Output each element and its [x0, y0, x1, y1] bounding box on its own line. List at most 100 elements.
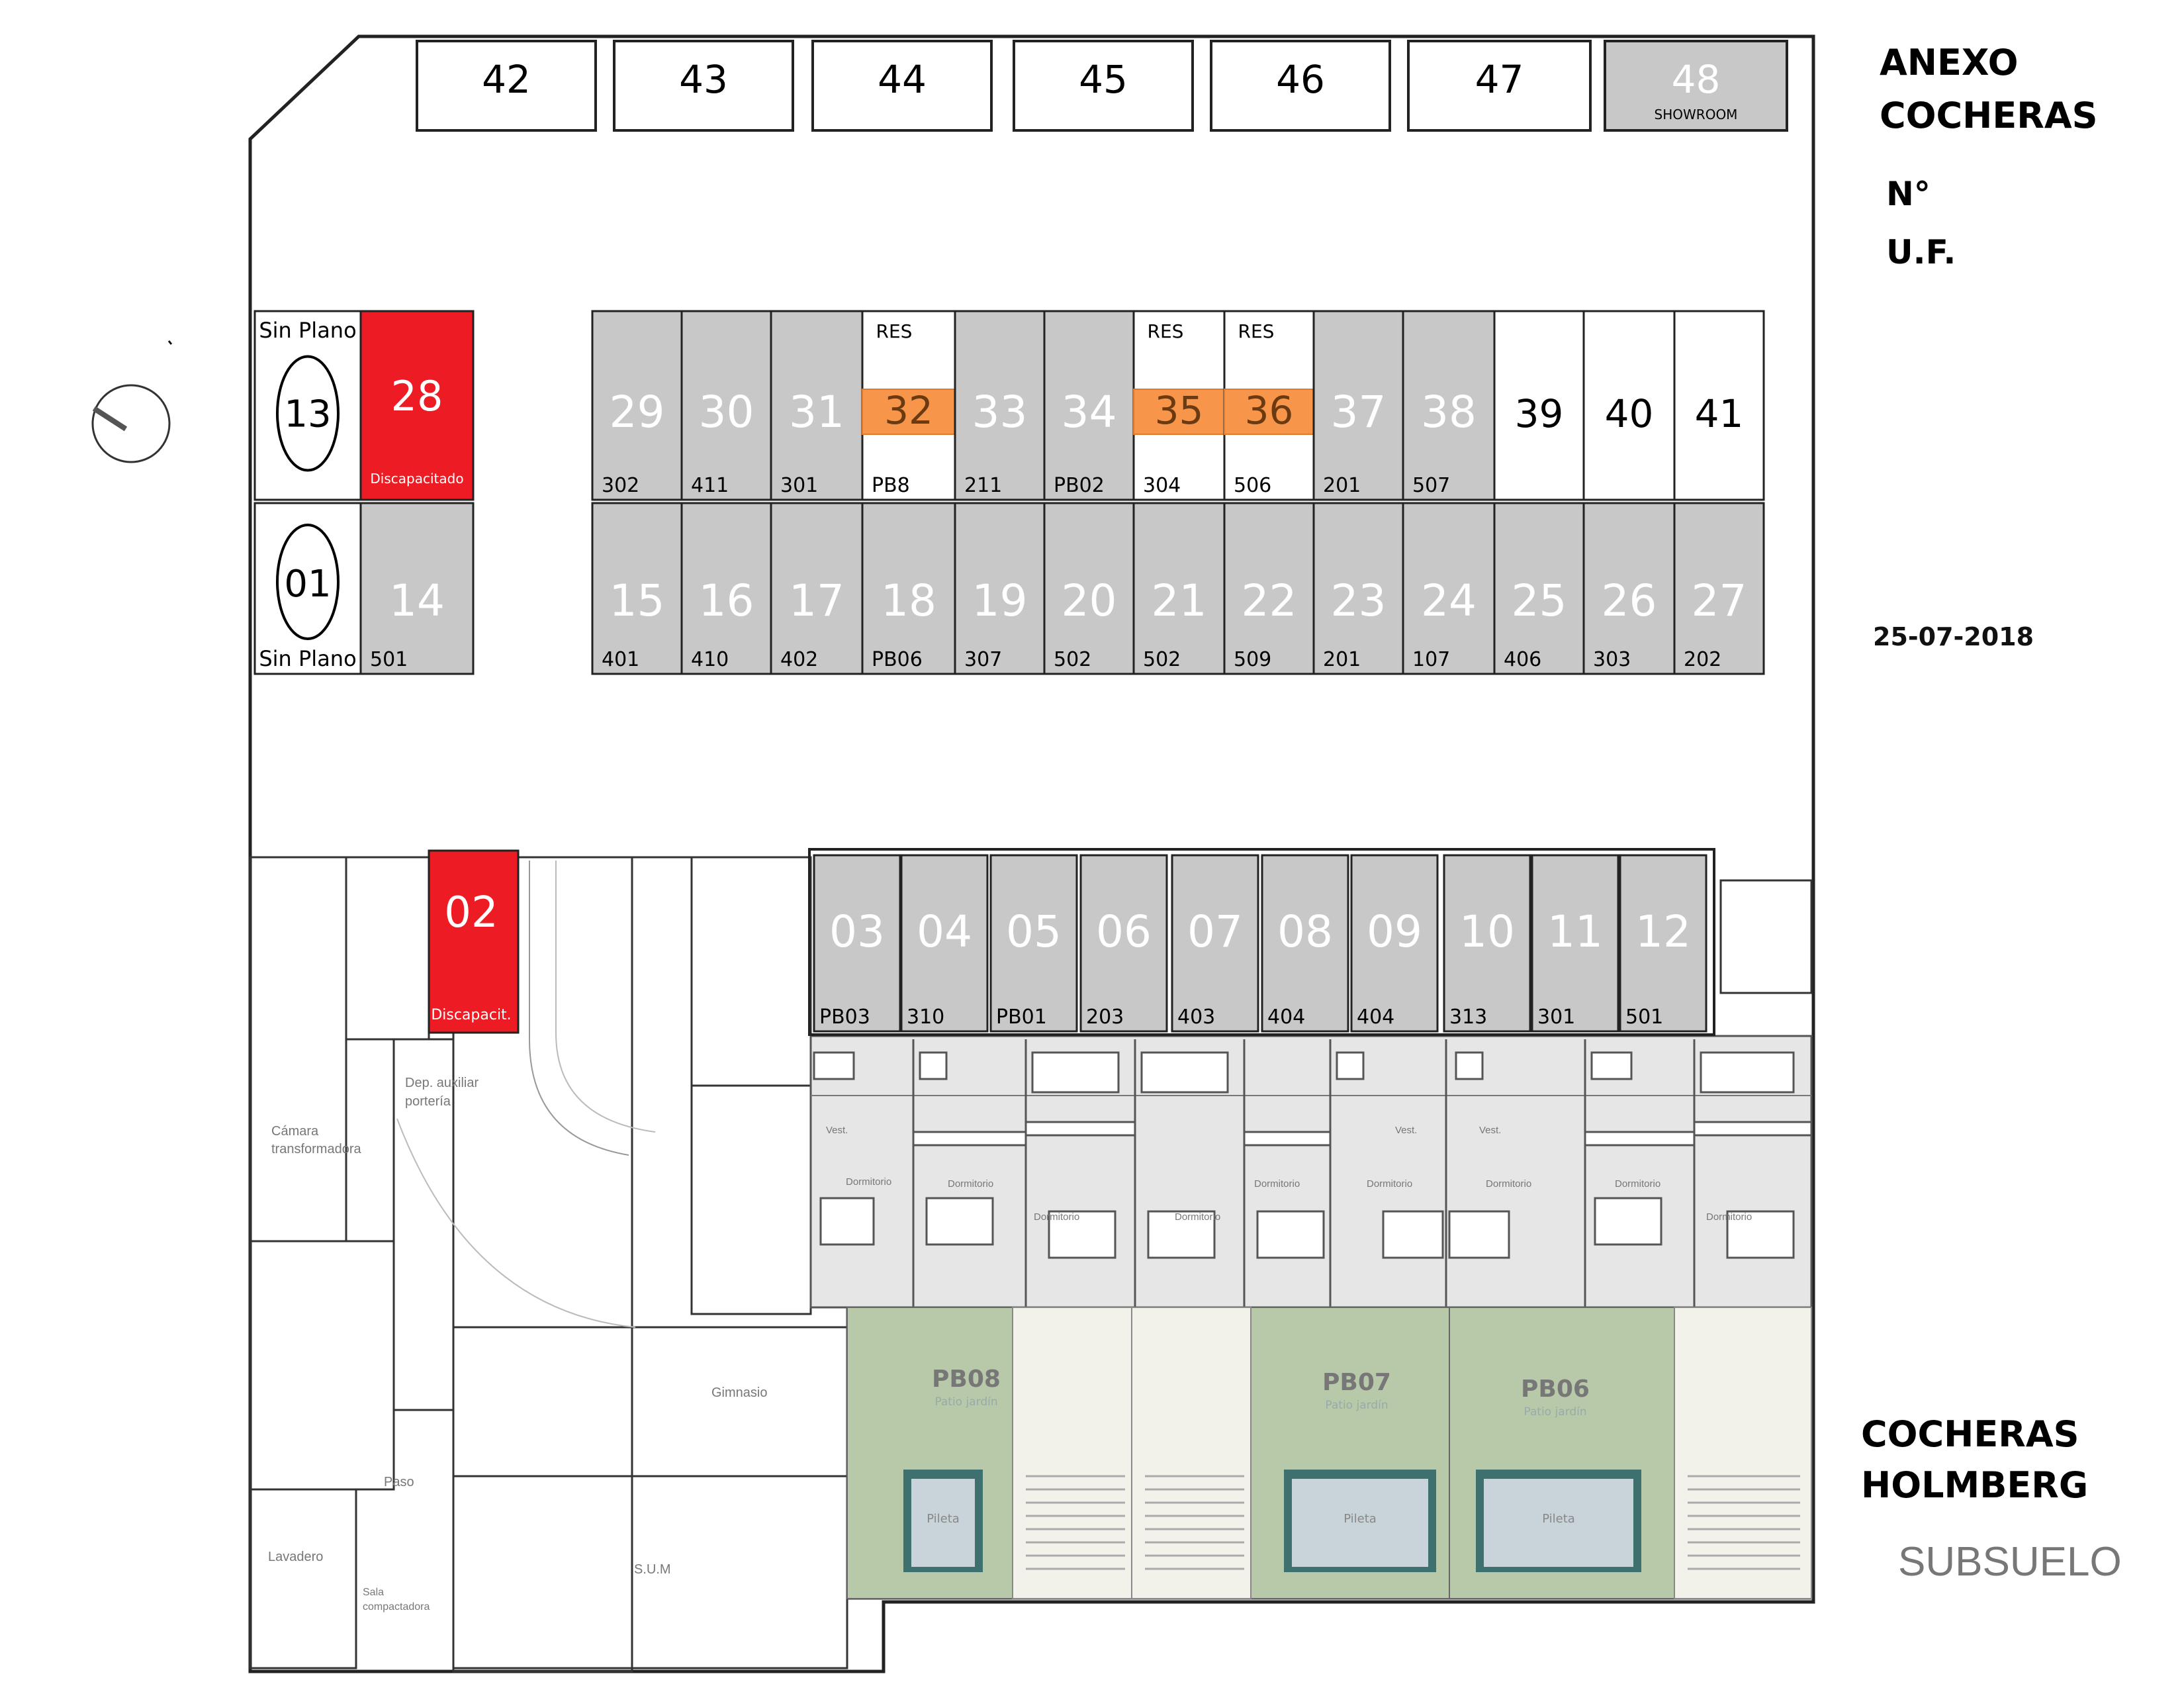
- spot-number: 31: [789, 387, 844, 438]
- unit-label: PB02: [1054, 474, 1105, 497]
- parking-spot-39[interactable]: 39: [1493, 310, 1585, 501]
- parking-spot-07[interactable]: 07 403: [1171, 854, 1259, 1033]
- parking-spot-19[interactable]: 19 307: [954, 502, 1046, 675]
- reserved-label: RES: [1148, 320, 1184, 342]
- room-dorm-6: Dormitorio: [1367, 1178, 1412, 1190]
- main-title-1: COCHERAS: [1861, 1413, 2079, 1455]
- room-lavadero: Lavadero: [268, 1550, 323, 1564]
- spot-number: 03: [829, 906, 885, 957]
- spot-number: 27: [1692, 575, 1747, 626]
- parking-spot-41[interactable]: 41: [1673, 310, 1765, 501]
- room-dorm-2: Dormitorio: [948, 1178, 993, 1190]
- pool-label: Pileta: [1542, 1512, 1575, 1526]
- annex-spot-45[interactable]: 45: [1013, 40, 1194, 132]
- room-camara-1: Cámara: [271, 1124, 319, 1139]
- room-sala-2: compactadora: [363, 1601, 430, 1613]
- unit-label: 201: [1323, 474, 1361, 497]
- no-plan-marker: [276, 355, 340, 472]
- level-name: SUBSUELO: [1898, 1539, 2122, 1585]
- parking-spot-37[interactable]: 37 201: [1312, 310, 1404, 501]
- annex-spot-43[interactable]: 43: [613, 40, 794, 132]
- unit-label: 310: [907, 1006, 944, 1029]
- unit-label: 304: [1143, 474, 1181, 497]
- annex-spot-46[interactable]: 46: [1210, 40, 1391, 132]
- room-vest-2: Vest.: [1395, 1125, 1417, 1136]
- spot-number: 39: [1515, 391, 1564, 436]
- spot-number: 12: [1635, 906, 1691, 957]
- no-plan-label: Sin Plano: [259, 646, 356, 671]
- parking-spot-02[interactable]: 02 Discapacit.: [428, 849, 520, 1034]
- unit-label: 411: [691, 474, 729, 497]
- unit-label: 502: [1143, 648, 1181, 671]
- unit-label: 107: [1412, 648, 1450, 671]
- unit-label: 302: [602, 474, 639, 497]
- patio-label: Patio jardín: [1325, 1399, 1388, 1412]
- spot-number: 37: [1331, 387, 1387, 438]
- annex-spot-44[interactable]: 44: [811, 40, 993, 132]
- spot-number: 15: [610, 575, 665, 626]
- unit-label: 403: [1177, 1006, 1215, 1029]
- spot-number: 02: [444, 888, 498, 937]
- spot-number: 29: [610, 387, 665, 438]
- spot-number: 17: [789, 575, 844, 626]
- north-arrow-icon: [91, 340, 173, 463]
- spot-number: 07: [1187, 906, 1243, 957]
- room-labels: Cámara transformadora Dep. auxiliar port…: [268, 1076, 1752, 1613]
- room-camara-2: transformadora: [271, 1142, 361, 1156]
- room-dorm-9: Dormitorio: [1706, 1211, 1752, 1223]
- unit-label: PB03: [819, 1006, 870, 1029]
- annex-spot-47[interactable]: 47: [1407, 40, 1592, 132]
- no-plan-label: Sin Plano: [259, 318, 356, 343]
- spot-number: 25: [1512, 575, 1567, 626]
- room-dorm-3: Dormitorio: [1034, 1211, 1079, 1223]
- spot-number: 26: [1602, 575, 1657, 626]
- spot-number: 19: [972, 575, 1028, 626]
- pool-label: Pileta: [1343, 1512, 1377, 1526]
- parking-spot-25[interactable]: 25 406: [1493, 502, 1585, 675]
- unit-label: 307: [964, 648, 1002, 671]
- parking-spot-29[interactable]: 29 302: [591, 310, 683, 501]
- reserved-label: RES: [876, 320, 913, 342]
- unit-label: 406: [1504, 648, 1541, 671]
- room-dorm-8: Dormitorio: [1615, 1178, 1661, 1190]
- annex-spot-42[interactable]: 42: [416, 40, 597, 132]
- spot-number: 11: [1547, 906, 1603, 957]
- parking-spot-40[interactable]: 40: [1582, 310, 1676, 501]
- unit-label: 404: [1357, 1006, 1394, 1029]
